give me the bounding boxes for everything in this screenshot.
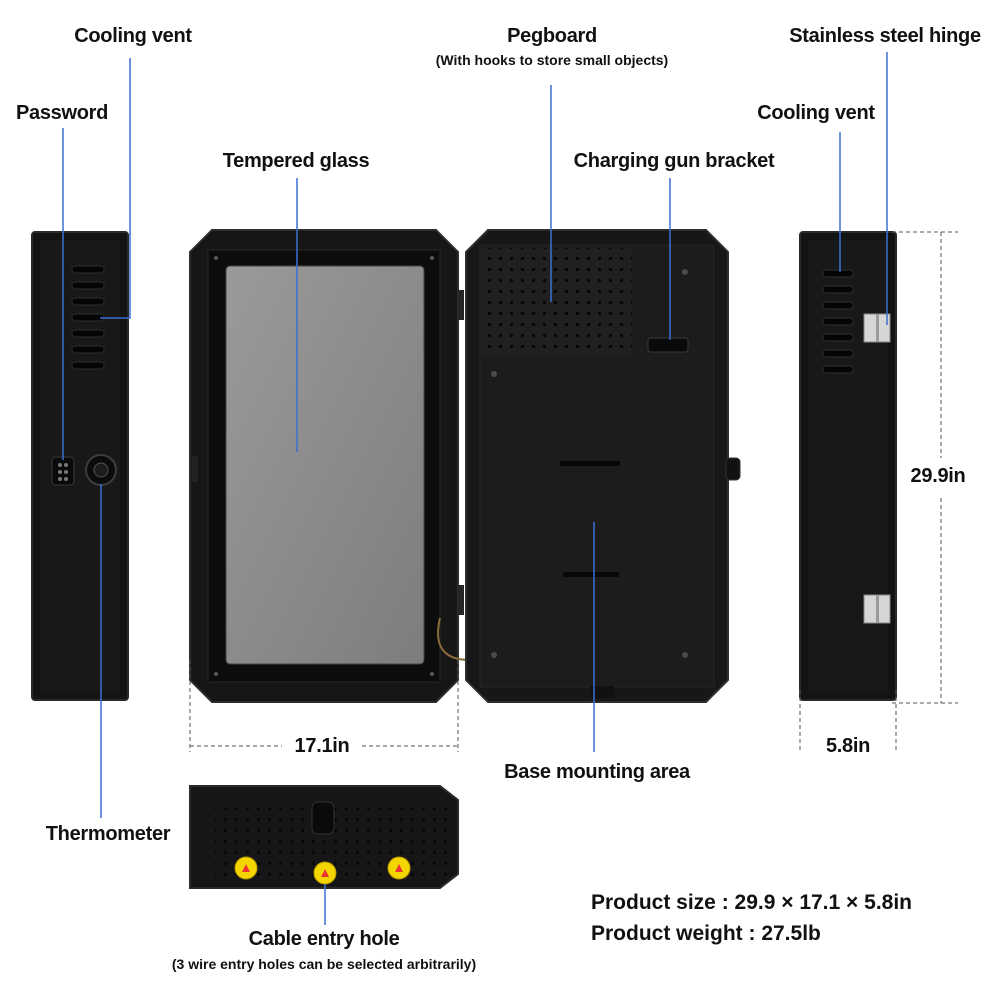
password-label: Password — [15, 102, 109, 124]
back-cabinet-view — [465, 229, 741, 703]
cable-entry-hole-markers — [234, 856, 411, 885]
charging-gun-bracket-label: Charging gun bracket — [573, 150, 775, 172]
tempered-glass-panel — [225, 265, 425, 665]
pegboard-label: Pegboard — [507, 25, 597, 47]
height-dimension: 29.9in — [910, 465, 966, 487]
left-side-view — [31, 231, 129, 701]
right-side-view — [799, 231, 897, 701]
depth-dimension: 5.8in — [825, 735, 871, 757]
charging-gun-bracket — [647, 337, 689, 353]
password-keypad — [51, 456, 75, 486]
product-size-spec: Product size : 29.9 × 17.1 × 5.8in — [591, 891, 912, 914]
left-cooling-vent — [71, 265, 105, 370]
cable-entry-note: (3 wire entry holes can be selected arbi… — [171, 956, 477, 972]
cooling-vent-right-label: Cooling vent — [757, 102, 875, 124]
cooling-vent-left-label: Cooling vent — [74, 25, 192, 47]
front-door-view — [189, 229, 490, 703]
stainless-steel-hinge-label: Stainless steel hinge — [789, 25, 981, 47]
pegboard-note: (With hooks to store small objects) — [435, 52, 669, 68]
cable-entry-hole-label: Cable entry hole — [248, 928, 400, 950]
leader-lines — [62, 52, 888, 925]
dimension-lines — [189, 231, 958, 752]
right-cooling-vent — [822, 269, 854, 374]
tempered-glass-label: Tempered glass — [222, 150, 370, 172]
base-mounting-area-label: Base mounting area — [504, 761, 690, 783]
bottom-view — [189, 785, 459, 889]
product-weight-spec: Product weight : 27.5lb — [591, 922, 821, 945]
stainless-steel-hinge — [863, 313, 891, 624]
width-dimension: 17.1in — [294, 735, 350, 757]
thermometer-label: Thermometer — [45, 823, 171, 845]
